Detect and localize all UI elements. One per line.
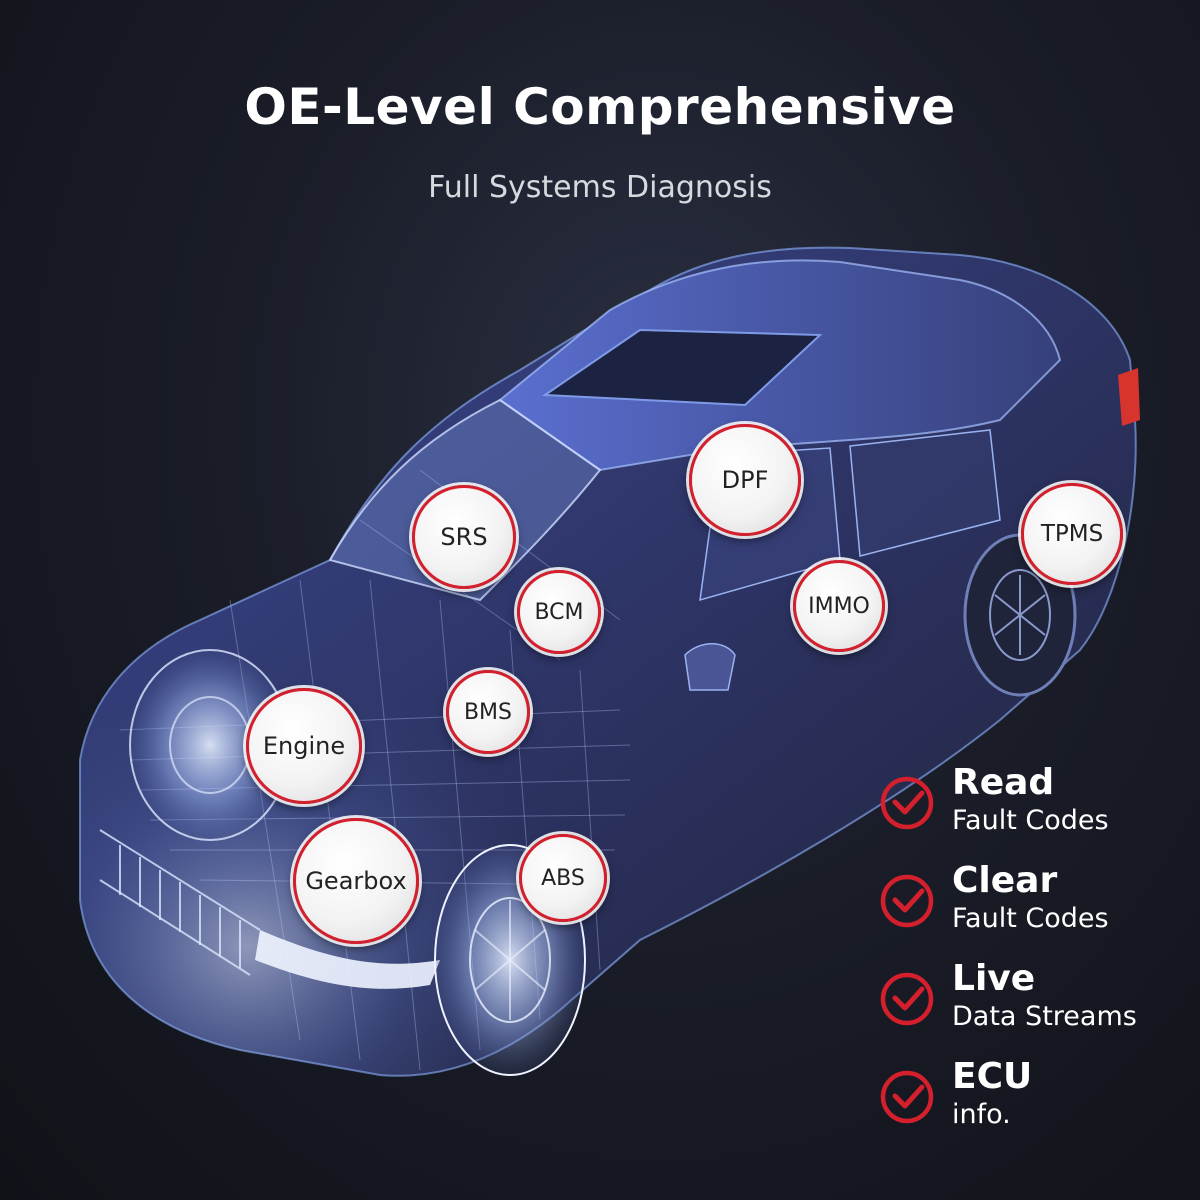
check-circle-icon bbox=[880, 972, 934, 1026]
tail-light bbox=[1118, 368, 1140, 426]
check-circle-icon bbox=[880, 1070, 934, 1124]
system-badge-label: ABS bbox=[541, 865, 585, 891]
system-badge-label: TPMS bbox=[1040, 521, 1104, 547]
side-mirror bbox=[684, 643, 736, 691]
system-badge-label: IMMO bbox=[808, 593, 870, 619]
system-badge-srs: SRS bbox=[412, 485, 516, 589]
system-badge-label: Gearbox bbox=[305, 867, 407, 895]
system-badge-bms: BMS bbox=[446, 670, 530, 754]
front-left-wheel bbox=[129, 649, 291, 841]
front-grille bbox=[99, 829, 261, 976]
check-circle-icon bbox=[880, 776, 934, 830]
feature-subtitle: info. bbox=[952, 1099, 1011, 1130]
system-badge-label: BCM bbox=[534, 599, 584, 625]
check-circle-icon bbox=[880, 874, 934, 928]
system-badge-label: Engine bbox=[262, 732, 346, 760]
page-title: OE-Level Comprehensive bbox=[244, 78, 956, 136]
feature-subtitle: Fault Codes bbox=[952, 903, 1109, 934]
headlight bbox=[255, 930, 440, 989]
system-badge-immo: IMMO bbox=[793, 560, 885, 652]
page-subtitle: Full Systems Diagnosis bbox=[428, 170, 772, 205]
system-badge-engine: Engine bbox=[246, 688, 362, 804]
feature-subtitle: Data Streams bbox=[952, 1001, 1137, 1032]
feature-title: Live bbox=[952, 958, 1036, 999]
system-badge-bcm: BCM bbox=[517, 570, 601, 654]
system-badge-label: BMS bbox=[463, 699, 513, 725]
feature-title: ECU bbox=[952, 1056, 1033, 1097]
system-badge-abs: ABS bbox=[519, 834, 607, 922]
system-badge-tpms: TPMS bbox=[1021, 483, 1123, 585]
feature-subtitle: Fault Codes bbox=[952, 805, 1109, 836]
system-badge-gearbox: Gearbox bbox=[293, 818, 419, 944]
feature-title: Read bbox=[952, 762, 1055, 803]
sunroof bbox=[541, 328, 823, 407]
system-badge-dpf: DPF bbox=[689, 424, 801, 536]
system-badge-label: DPF bbox=[721, 466, 769, 494]
system-badge-label: SRS bbox=[440, 523, 488, 551]
rear-window bbox=[849, 429, 1001, 557]
feature-title: Clear bbox=[952, 860, 1058, 901]
